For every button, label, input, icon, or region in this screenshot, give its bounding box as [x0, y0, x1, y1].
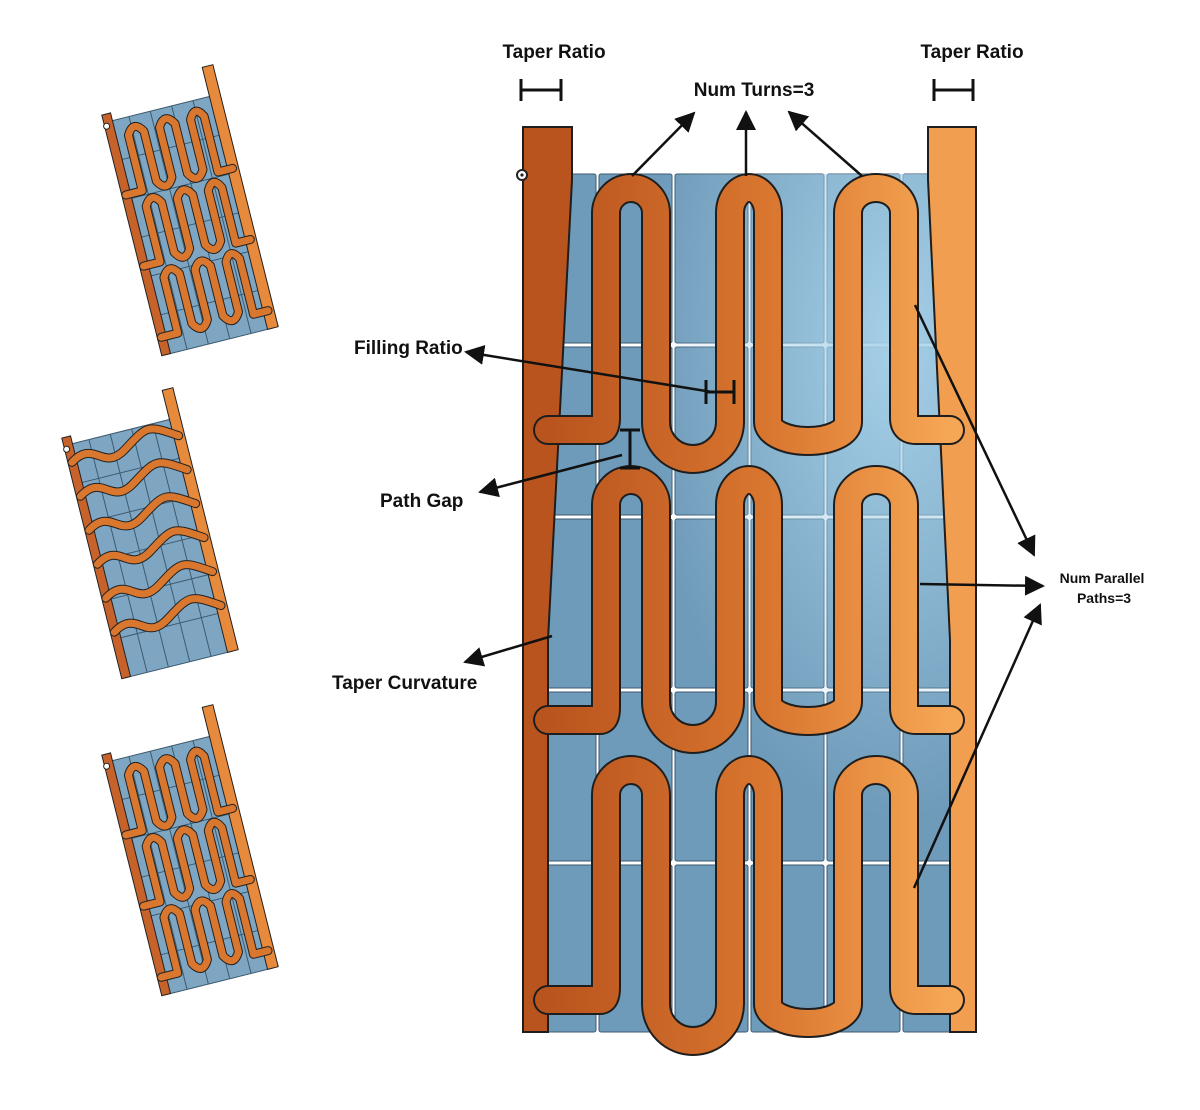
serpentine-path: [535, 467, 963, 752]
thumbnail-path: [122, 747, 272, 981]
path-gap-label: Path Gap: [380, 491, 463, 512]
left-tapered-rail: [522, 126, 573, 1033]
thumbnail-rail-left: [101, 752, 172, 997]
num-parallel-arrow-1: [913, 304, 1036, 557]
thumbnail-rail-left: [101, 112, 172, 357]
path-gap-marker: [620, 428, 640, 470]
thumbnail-2: [61, 387, 239, 680]
annotations: Taper Ratio Taper Ratio Num Turns=3 Fill…: [332, 42, 1145, 889]
num-parallel-label-line1: Num Parallel: [1060, 570, 1145, 586]
thumbnail-path: [68, 425, 225, 636]
thumbnail-3: [101, 704, 279, 997]
num-turns-label: Num Turns=3: [694, 80, 815, 101]
thumbnail-rail-right: [201, 704, 279, 970]
thumbnail-rail-right: [161, 387, 239, 653]
taper-curvature-arrow: [463, 634, 553, 667]
num-parallel-arrow-2: [919, 575, 1045, 596]
taper-ratio-label-left: Taper Ratio: [502, 42, 605, 63]
serpentine-path: [535, 175, 963, 472]
num-parallel-label-line2: Paths=3: [1077, 590, 1131, 606]
taper-ratio-marker-left: [519, 79, 563, 101]
thumbnail-origin-icon: [103, 762, 111, 770]
path-gap-arrow: [478, 453, 623, 498]
thumbnail-origin-icon: [63, 445, 71, 453]
taper-ratio-label-right: Taper Ratio: [920, 42, 1023, 63]
filling-ratio-arrow: [464, 345, 713, 394]
thumbnail-path: [122, 107, 272, 341]
taper-curvature-label: Taper Curvature: [332, 673, 477, 694]
thumbnail-column: [61, 64, 279, 997]
serpentine-paths: [533, 173, 965, 1056]
thumbnail-rail-right: [201, 64, 279, 330]
thumbnail-origin-icon: [103, 122, 111, 130]
right-tapered-rail: [927, 126, 977, 1033]
main-heat-exchanger: [516, 126, 977, 1056]
filling-ratio-label: Filling Ratio: [354, 338, 463, 359]
num-turns-arrow-1: [631, 111, 696, 177]
num-turns-arrow-3: [787, 110, 863, 177]
serpentine-path: [535, 757, 963, 1054]
origin-marker-dot: [520, 173, 524, 177]
taper-ratio-marker-right: [932, 79, 975, 101]
num-parallel-arrow-3: [912, 603, 1042, 889]
thumbnail-1: [101, 64, 279, 357]
